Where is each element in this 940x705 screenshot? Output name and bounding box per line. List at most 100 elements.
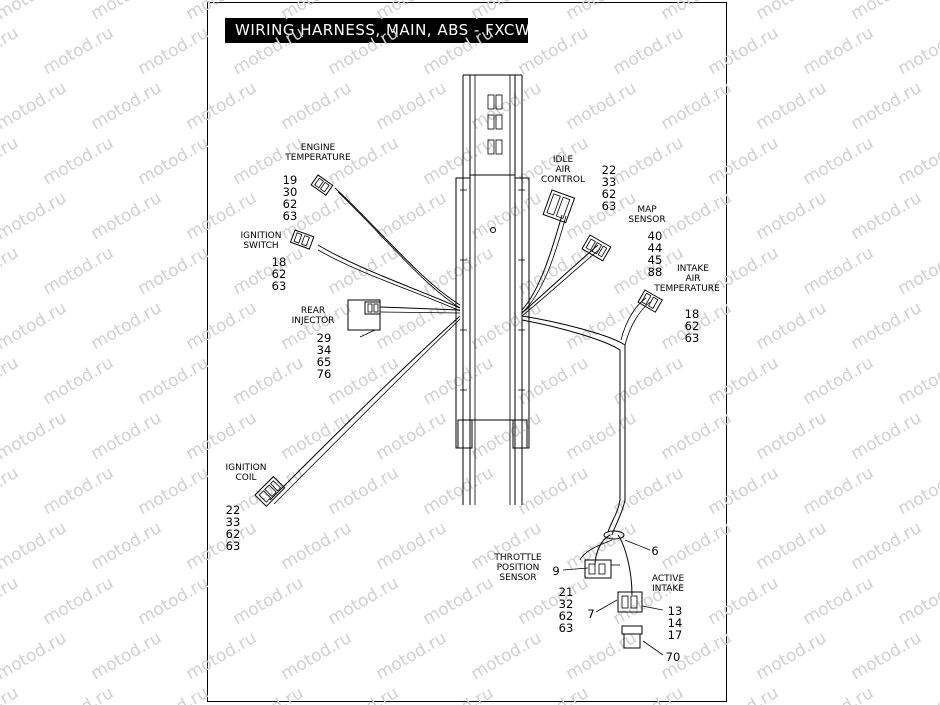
watermark-text: motod.ru	[705, 683, 783, 705]
watermark-text: motod.ru	[848, 78, 926, 134]
ignition-switch-connector	[289, 229, 315, 250]
ignition-switch-part: 62	[272, 267, 287, 281]
watermark-text: motod.ru	[705, 353, 783, 409]
watermark-text: motod.ru	[420, 353, 498, 409]
frame-backbone	[455, 74, 530, 505]
throttle-position-sensor-connector	[584, 559, 620, 579]
watermark-text: motod.ru	[800, 683, 878, 705]
idle-air-control-part: 62	[602, 187, 617, 201]
watermark-text: motod.ru	[895, 133, 940, 189]
callout-6: 6	[651, 544, 658, 558]
ignition-switch-label-2: SWITCH	[243, 241, 278, 251]
watermark-text: motod.ru	[183, 78, 261, 134]
watermark-text: motod.ru	[753, 298, 831, 354]
watermark-text: motod.ru	[183, 518, 261, 574]
watermark-text: motod.ru	[610, 683, 688, 705]
watermark-text: motod.ru	[230, 23, 308, 79]
watermark-text: motod.ru	[515, 683, 593, 705]
watermark-text: motod.ru	[563, 408, 641, 464]
map-sensor-part: 40	[648, 229, 663, 243]
watermark-text: motod.ru	[753, 78, 831, 134]
rear-injector-connector	[347, 299, 381, 331]
watermark-text: motod.ru	[325, 573, 403, 629]
active-intake-cap	[621, 625, 643, 649]
watermark-text: motod.ru	[135, 573, 213, 629]
watermark-text: motod.ru	[373, 188, 451, 244]
watermark-text: motod.ru	[420, 23, 498, 79]
engine-temperature-label-1: ENGINE	[301, 143, 336, 153]
watermark-text: motod.ru	[0, 683, 22, 705]
throttle-position-sensor-part: 62	[559, 609, 574, 623]
diagram-title: WIRING HARNESS, MAIN, ABS - FXCWC	[225, 18, 541, 43]
watermark-text: motod.ru	[705, 23, 783, 79]
labels: ENGINE TEMPERATURE 19 30 62 63 IGNITION …	[226, 143, 721, 664]
watermark-text: motod.ru	[135, 243, 213, 299]
watermark-text: motod.ru	[135, 463, 213, 519]
watermark-text: motod.ru	[0, 133, 22, 189]
active-intake-label-1: ACTIVE	[652, 574, 685, 584]
watermark-text: motod.ru	[278, 408, 356, 464]
watermark-text: motod.ru	[325, 243, 403, 299]
watermark-text: motod.ru	[753, 518, 831, 574]
ignition-coil-part: 62	[226, 527, 241, 541]
watermark-text: motod.ru	[135, 353, 213, 409]
leader-lines	[359, 329, 664, 656]
ignition-coil-label-2: COIL	[235, 473, 256, 483]
watermark-text: motod.ru	[658, 518, 736, 574]
watermark-text: motod.ru	[0, 628, 70, 684]
watermark-text: motod.ru	[658, 188, 736, 244]
callout-70: 70	[666, 650, 681, 664]
watermark-text: motod.ru	[895, 243, 940, 299]
intake-air-temperature-label-1: INTAKE	[677, 264, 709, 274]
watermark-text: motod.ru	[895, 683, 940, 705]
watermark-text: motod.ru	[705, 463, 783, 519]
watermark-text: motod.ru	[800, 573, 878, 629]
throttle-position-sensor-part: 32	[559, 597, 574, 611]
engine-temperature-part: 62	[283, 197, 298, 211]
watermark-text: motod.ru	[0, 0, 70, 24]
watermark-text: motod.ru	[230, 243, 308, 299]
watermark-text: motod.ru	[705, 573, 783, 629]
watermark-text: motod.ru	[658, 408, 736, 464]
watermark-text: motod.ru	[0, 518, 70, 574]
watermark-text: motod.ru	[800, 463, 878, 519]
watermark-text: motod.ru	[848, 408, 926, 464]
watermark-text: motod.ru	[468, 188, 546, 244]
watermark-text: motod.ru	[753, 0, 831, 24]
diagram-sheet	[207, 2, 727, 702]
watermark-text: motod.ru	[515, 463, 593, 519]
watermark-text: motod.ru	[658, 78, 736, 134]
map-sensor-part: 88	[648, 265, 663, 279]
intake-air-temperature-part: 62	[685, 319, 700, 333]
watermark-text: motod.ru	[278, 628, 356, 684]
ignition-switch-part: 63	[272, 279, 287, 293]
intake-air-temperature-part: 18	[685, 307, 700, 321]
throttle-position-sensor-label-3: SENSOR	[499, 573, 536, 583]
watermark-text: motod.ru	[0, 463, 22, 519]
engine-temperature-part: 19	[283, 173, 298, 187]
watermark-text: motod.ru	[230, 573, 308, 629]
watermark-text: motod.ru	[373, 408, 451, 464]
active-intake-label-2: INTAKE	[652, 584, 684, 594]
watermark-text: motod.ru	[230, 683, 308, 705]
idle-air-control-part: 63	[602, 199, 617, 213]
watermark-text: motod.ru	[420, 683, 498, 705]
watermark-text: motod.ru	[895, 463, 940, 519]
watermark-text: motod.ru	[800, 23, 878, 79]
engine-temperature-part: 30	[283, 185, 298, 199]
watermark-text: motod.ru	[40, 573, 118, 629]
watermark-text: motod.ru	[0, 573, 22, 629]
throttle-position-sensor-part: 63	[559, 621, 574, 635]
watermark-text: motod.ru	[563, 0, 641, 24]
watermark-text: motod.ru	[0, 188, 70, 244]
watermark-text: motod.ru	[468, 0, 546, 24]
watermark-text: motod.ru	[183, 408, 261, 464]
watermark-text: motod.ru	[800, 353, 878, 409]
watermark-text: motod.ru	[135, 683, 213, 705]
watermark-text: motod.ru	[325, 463, 403, 519]
harness-wires	[269, 187, 651, 596]
watermark-text: motod.ru	[753, 408, 831, 464]
intake-air-temperature-label-3: TEMPERATURE	[653, 284, 720, 294]
watermark-text: motod.ru	[848, 298, 926, 354]
